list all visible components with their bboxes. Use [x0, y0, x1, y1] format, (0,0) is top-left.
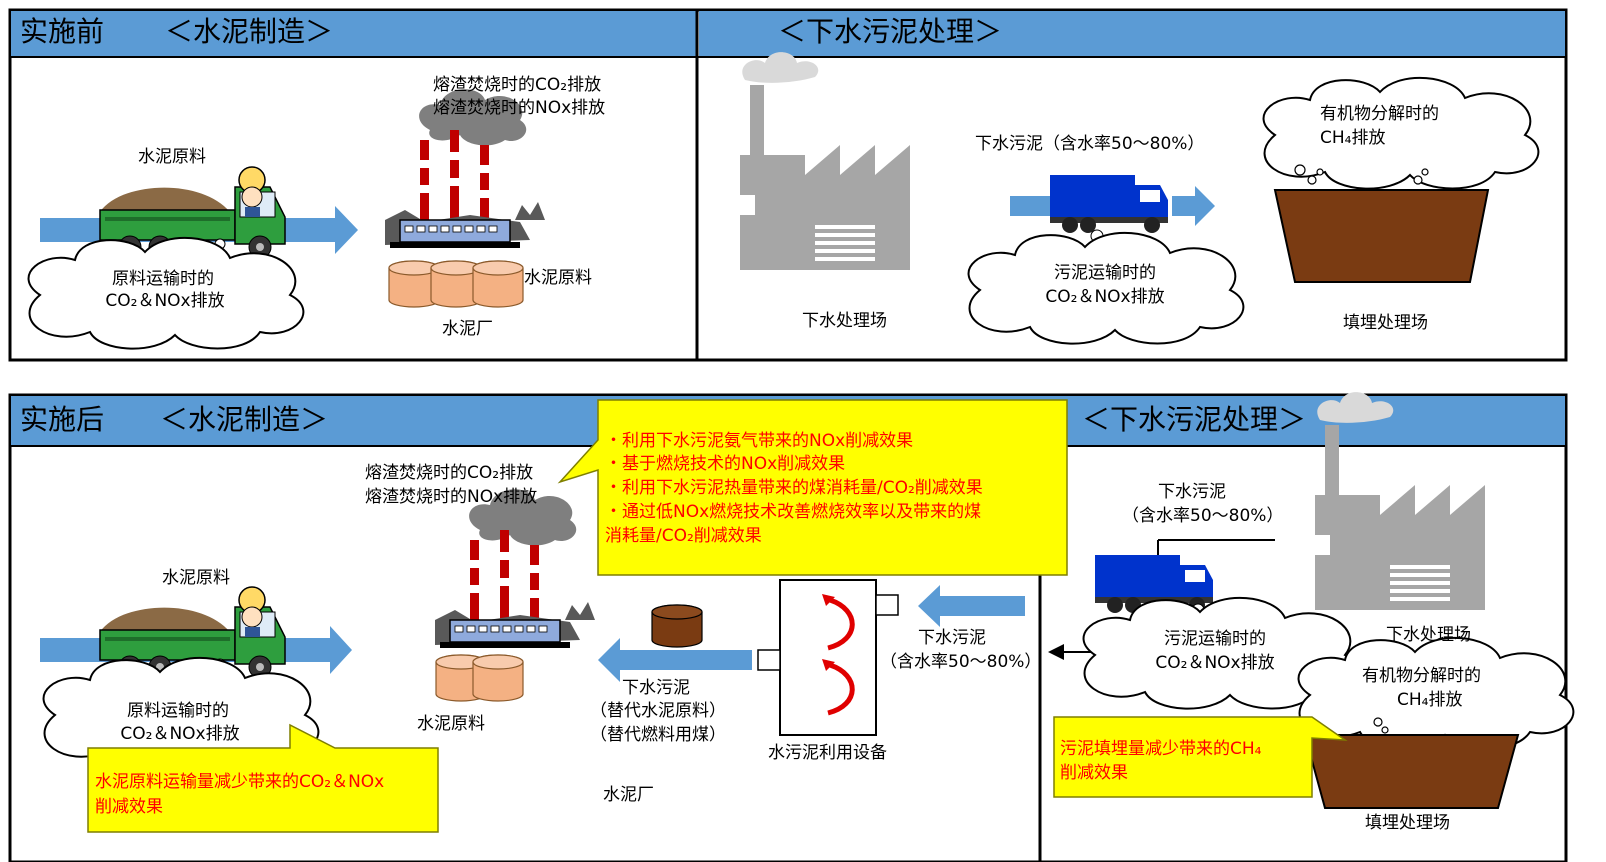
- before-factory-emit-1: 熔渣焚烧时的CO₂排放: [433, 75, 602, 95]
- before-cement-title: ＜水泥制造＞: [165, 15, 334, 48]
- before-cloud-sludge-2: CO₂＆NOx排放: [1045, 287, 1165, 307]
- before-sewage-plant: 下水处理场: [802, 311, 887, 331]
- after-cloud-ch4-2: CH₄排放: [1397, 690, 1463, 710]
- after-label: 实施后: [20, 403, 105, 436]
- equipment-label: 水污泥利用设备: [768, 743, 887, 763]
- before-store-label: 水泥原料: [524, 268, 592, 288]
- after-cloud-sludge-2: CO₂＆NOx排放: [1155, 653, 1275, 673]
- before-cloud-sludge-1: 污泥运输时的: [1054, 263, 1156, 283]
- sludge-use-2: （替代水泥原料）: [590, 701, 726, 721]
- landfill-reduction-1: 污泥填埋量减少带来的CH₄: [1060, 739, 1262, 759]
- after-cement-title: ＜水泥制造＞: [160, 403, 329, 436]
- after-factory-emit-2: 熔渣焚烧时的NOx排放: [365, 487, 538, 507]
- sludge-use-3: （替代燃料用煤）: [590, 725, 726, 745]
- effect-item: 消耗量/CO₂削减效果: [605, 526, 762, 546]
- before-label: 实施前: [20, 15, 105, 48]
- raw-reduction-2: 削减效果: [95, 797, 163, 817]
- before-cloud-ch4-2: CH₄排放: [1320, 128, 1386, 148]
- after-sewage-title: ＜下水污泥处理＞: [1082, 403, 1307, 436]
- after-cloud-transport-2: CO₂＆NOx排放: [120, 724, 240, 744]
- after-store-label: 水泥原料: [417, 714, 485, 734]
- sludge-top-1: 下水污泥: [1158, 482, 1226, 502]
- sludge-in-2: （含水率50～80%）: [880, 652, 1042, 672]
- after-cloud-ch4-1: 有机物分解时的: [1362, 666, 1481, 686]
- effect-item: ・通过低NOx燃烧技术改善燃烧效率以及带来的煤: [605, 502, 982, 522]
- after-sewage-plant: 下水处理场: [1386, 625, 1471, 645]
- after-factory-emit-1: 熔渣焚烧时的CO₂排放: [365, 463, 534, 483]
- landfill-reduction-2: 削减效果: [1060, 763, 1128, 783]
- before-cloud-transport-2: CO₂＆NOx排放: [105, 291, 225, 311]
- sludge-in-1: 下水污泥: [918, 628, 986, 648]
- before-factory-emit-2: 熔渣焚烧时的NOx排放: [433, 98, 606, 118]
- effect-item: ・利用下水污泥氨气带来的NOx削减效果: [605, 431, 914, 451]
- effect-item: ・利用下水污泥热量带来的煤消耗量/CO₂削减效果: [605, 478, 983, 498]
- effect-item: ・基于燃烧技术的NOx削减效果: [605, 454, 846, 474]
- before-plant-label: 水泥厂: [442, 319, 493, 339]
- after-truck-label: 水泥原料: [162, 568, 230, 588]
- raw-reduction-1: 水泥原料运输量减少带来的CO₂＆NOx: [95, 772, 385, 792]
- before-landfill: 填埋处理场: [1343, 313, 1428, 333]
- after-landfill: 填埋处理场: [1365, 813, 1450, 833]
- sludge-top-2: （含水率50～80%）: [1122, 506, 1284, 526]
- after-plant-label: 水泥厂: [603, 785, 654, 805]
- before-cloud-ch4-1: 有机物分解时的: [1320, 104, 1439, 124]
- before-truck-label: 水泥原料: [138, 147, 206, 167]
- sludge-use-1: 下水污泥: [622, 678, 690, 698]
- after-cloud-sludge-1: 污泥运输时的: [1164, 629, 1266, 649]
- before-sludge-label: 下水污泥（含水率50～80%）: [975, 134, 1205, 154]
- before-cloud-transport-1: 原料运输时的: [112, 269, 214, 289]
- before-sewage-title: ＜下水污泥处理＞: [778, 15, 1003, 48]
- after-cloud-transport-1: 原料运输时的: [127, 701, 229, 721]
